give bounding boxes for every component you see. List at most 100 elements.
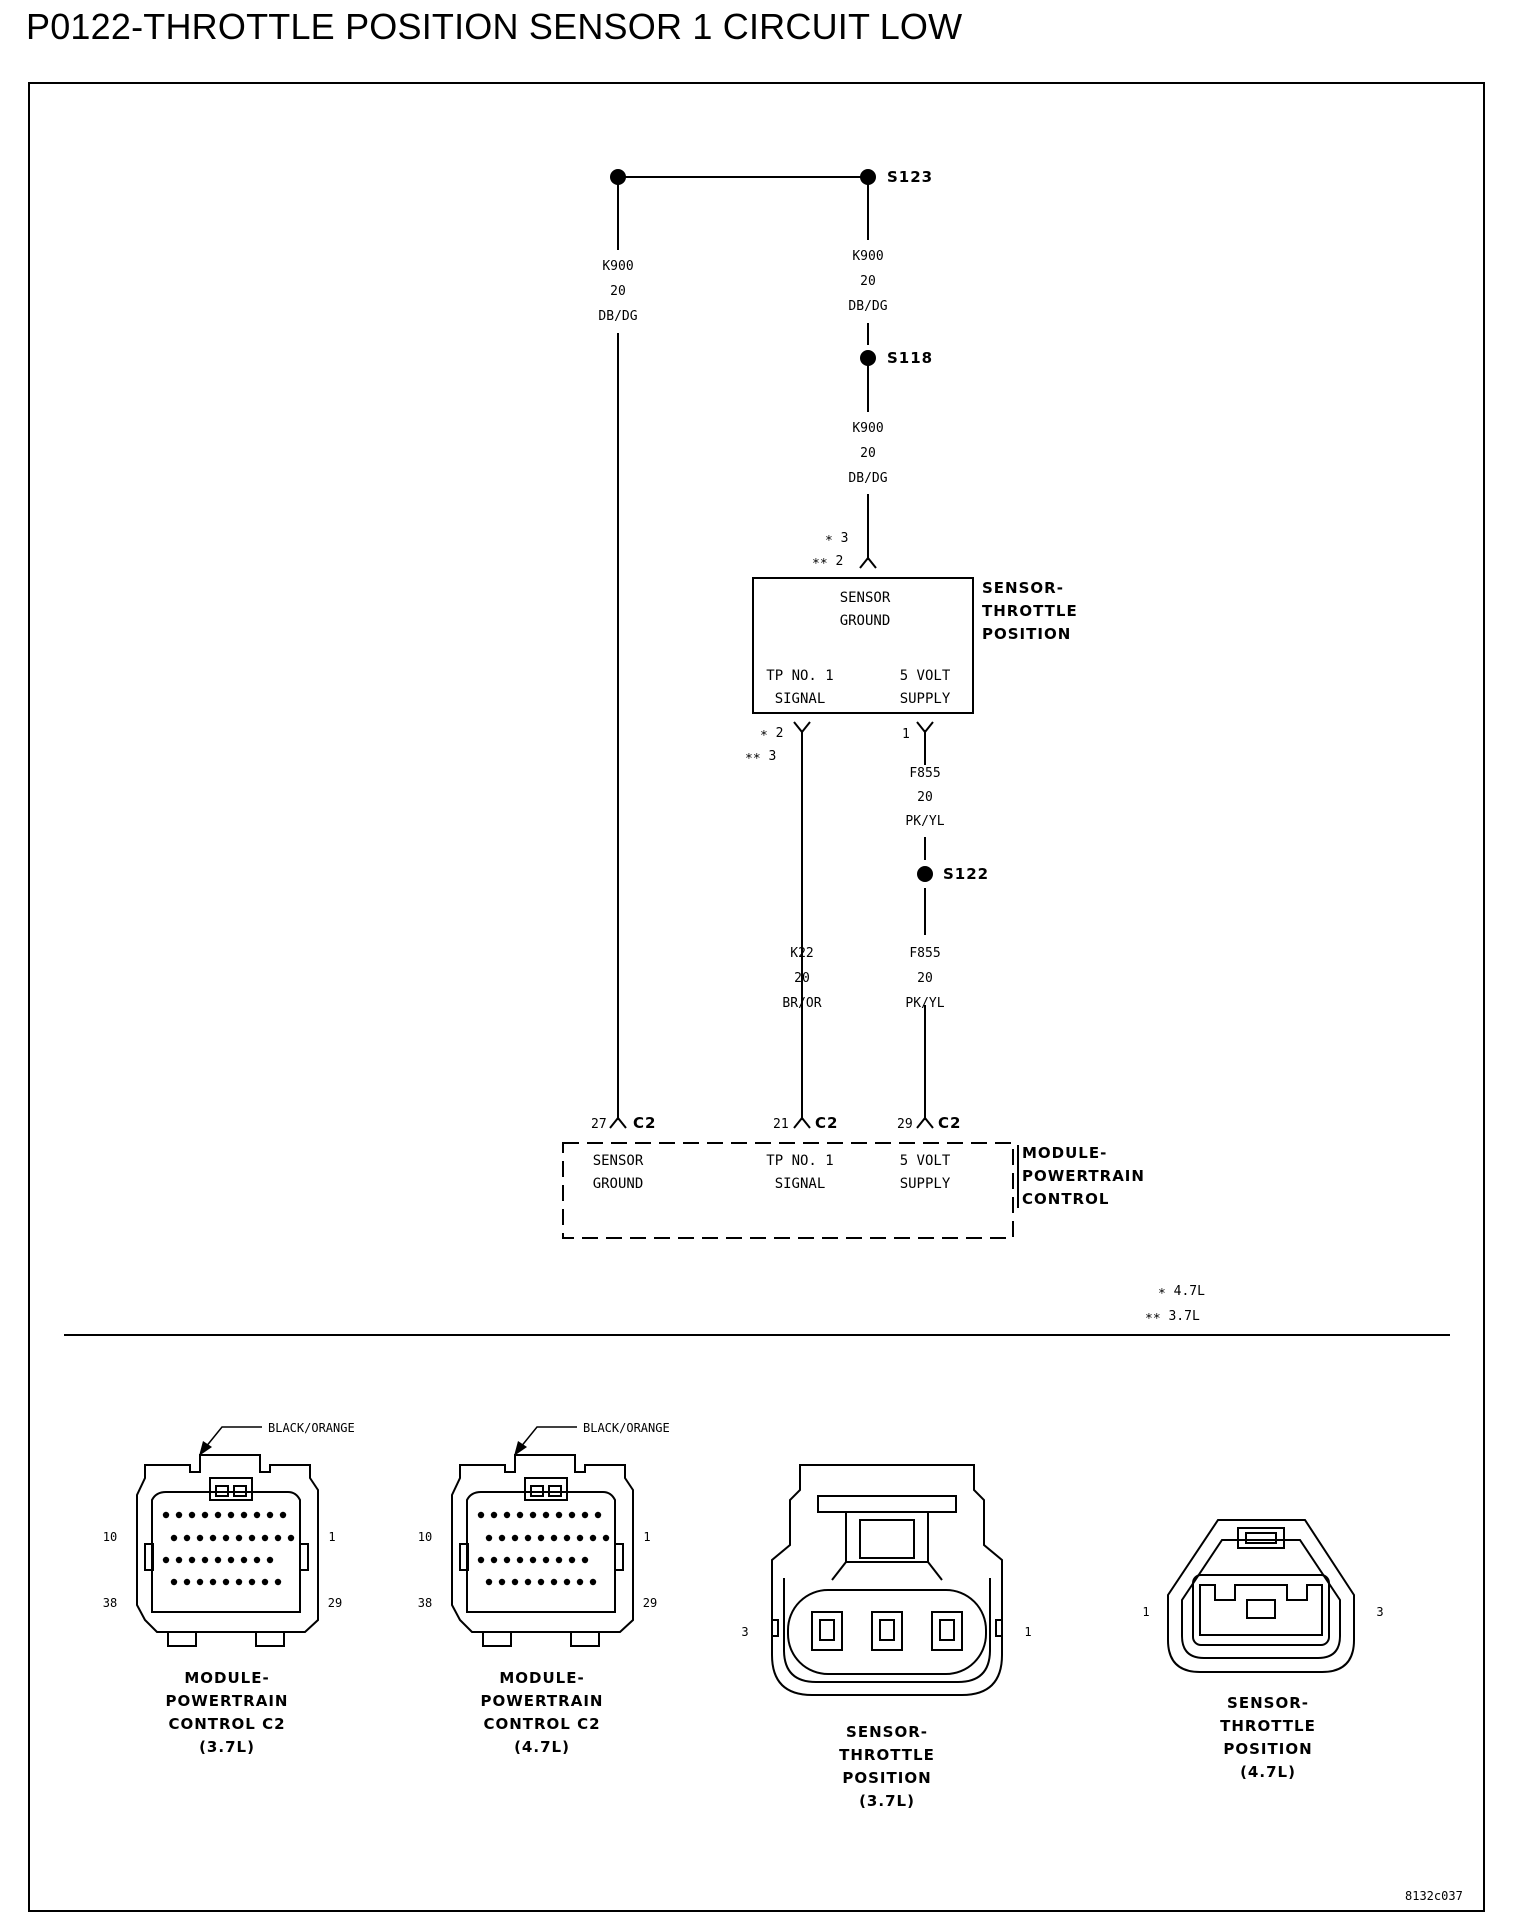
pin-cavity: [240, 1556, 248, 1564]
wire-label-k900a-gauge: 20: [860, 274, 876, 289]
pin-cavity: [498, 1578, 506, 1586]
pin-cavity: [279, 1511, 287, 1519]
pin-cavity: [498, 1534, 506, 1542]
module-name-3: CONTROL: [1022, 1190, 1109, 1208]
pin-cavity: [222, 1534, 230, 1542]
pin-cavity: [287, 1534, 295, 1542]
pin-cavity: [240, 1511, 248, 1519]
pin-cavity: [576, 1578, 584, 1586]
pin-cavity: [563, 1534, 571, 1542]
pin-cavity: [248, 1578, 256, 1586]
pin-cavity: [503, 1511, 511, 1519]
wire-label-f855b-code: F855: [909, 946, 940, 961]
sensor-name-2: THROTTLE: [982, 602, 1078, 620]
sensor-pin-ground-b: ∗∗ 2: [812, 554, 843, 569]
pin-cavity: [485, 1534, 493, 1542]
sensor-name-1: SENSOR-: [982, 579, 1064, 597]
pcm37-callout: BLACK/ORANGE: [268, 1421, 355, 1435]
pin-cavity: [209, 1534, 217, 1542]
tps37-pin-3: 3: [741, 1625, 748, 1639]
tps37-label-1: SENSOR-: [846, 1723, 928, 1741]
module-pin-ground: 27: [591, 1117, 607, 1132]
sensor-supply-label-1: 5 VOLT: [900, 668, 951, 684]
tps37-label-3: POSITION: [842, 1769, 931, 1787]
pin-cavity: [576, 1534, 584, 1542]
pcm47-callout: BLACK/ORANGE: [583, 1421, 670, 1435]
sensor-ground-label-1: SENSOR: [840, 590, 891, 606]
pcm47-pin-10: 10: [418, 1530, 432, 1544]
pin-cavity: [162, 1556, 170, 1564]
pin-cavity: [266, 1556, 274, 1564]
pin-cavity: [542, 1511, 550, 1519]
module-pin-supply: 29: [897, 1117, 913, 1132]
pin-cavity: [529, 1556, 537, 1564]
pcm47-label-4: (4.7L): [514, 1738, 570, 1756]
tps47-label-4: (4.7L): [1240, 1763, 1296, 1781]
pcm37-label-4: (3.7L): [199, 1738, 255, 1756]
pin-cavity: [214, 1556, 222, 1564]
tps47-pin-3: 3: [1376, 1605, 1383, 1619]
wire-label-k900b-code: K900: [852, 421, 883, 436]
pin-cavity: [477, 1511, 485, 1519]
pin-cavity: [511, 1578, 519, 1586]
figure-code: 8132c037: [1405, 1889, 1463, 1903]
pin-cavity: [235, 1534, 243, 1542]
wire-label-k900b-color: DB/DG: [848, 471, 887, 486]
pcm37-pin-38: 38: [103, 1596, 117, 1610]
wire-label-f855b-gauge: 20: [917, 971, 933, 986]
pin-cavity: [503, 1556, 511, 1564]
pin-cavity: [248, 1534, 256, 1542]
pin-cavity: [555, 1511, 563, 1519]
pin-cavity: [183, 1534, 191, 1542]
legend-double-star: ∗∗ 3.7L: [1145, 1309, 1200, 1324]
pin-cavity: [589, 1578, 597, 1586]
pcm37-pin-10: 10: [103, 1530, 117, 1544]
module-pin-signal: 21: [773, 1117, 789, 1132]
sensor-pin-signal-b: ∗∗ 3: [745, 749, 776, 764]
pcm-c2-4.7l-connector: [451, 1426, 634, 1647]
tps47-label-3: POSITION: [1223, 1740, 1312, 1758]
pin-cavity: [235, 1578, 243, 1586]
pin-cavity: [516, 1511, 524, 1519]
tps37-label-2: THROTTLE: [839, 1746, 935, 1764]
pin-cavity: [524, 1534, 532, 1542]
module-connector-signal: C2: [815, 1114, 838, 1132]
pcm-c2-3.7l-connector: [136, 1426, 319, 1647]
pin-cavity: [516, 1556, 524, 1564]
pcm37-label-3: CONTROL C2: [168, 1715, 285, 1733]
splice-dot-s122: [917, 866, 933, 882]
pin-cavity: [485, 1578, 493, 1586]
pcm37-label-1: MODULE-: [184, 1669, 269, 1687]
pin-cavity: [188, 1556, 196, 1564]
pcm37-label-2: POWERTRAIN: [166, 1692, 289, 1710]
sensor-pin-supply: 1: [902, 727, 910, 742]
wire-label-f855a-color: PK/YL: [905, 814, 944, 829]
sensor-ground-label-2: GROUND: [840, 613, 891, 629]
splice-label-s123: S123: [887, 168, 933, 186]
pin-cavity: [222, 1578, 230, 1586]
pin-cavity: [555, 1556, 563, 1564]
module-name-1: MODULE-: [1022, 1144, 1107, 1162]
page-title: P0122-THROTTLE POSITION SENSOR 1 CIRCUIT…: [26, 6, 963, 47]
pcm47-pin-29: 29: [643, 1596, 657, 1610]
pin-cavity: [511, 1534, 519, 1542]
sensor-pin-signal-a: ∗ 2: [760, 726, 783, 741]
splice-label-s118: S118: [887, 349, 933, 367]
sensor-name-3: POSITION: [982, 625, 1071, 643]
tps47-label-1: SENSOR-: [1227, 1694, 1309, 1712]
pin-cavity: [274, 1578, 282, 1586]
pin-cavity: [581, 1511, 589, 1519]
pin-cavity: [227, 1511, 235, 1519]
pin-cavity: [175, 1556, 183, 1564]
pin-cavity: [542, 1556, 550, 1564]
pcm37-pin-1: 1: [328, 1530, 335, 1544]
pin-cavity: [266, 1511, 274, 1519]
pin-cavity: [201, 1511, 209, 1519]
pcm47-pin-1: 1: [643, 1530, 650, 1544]
pin-cavity: [581, 1556, 589, 1564]
module-name-2: POWERTRAIN: [1022, 1167, 1145, 1185]
pin-cavity: [537, 1578, 545, 1586]
wire-label-left-code: K900: [602, 259, 633, 274]
pin-cavity: [490, 1511, 498, 1519]
